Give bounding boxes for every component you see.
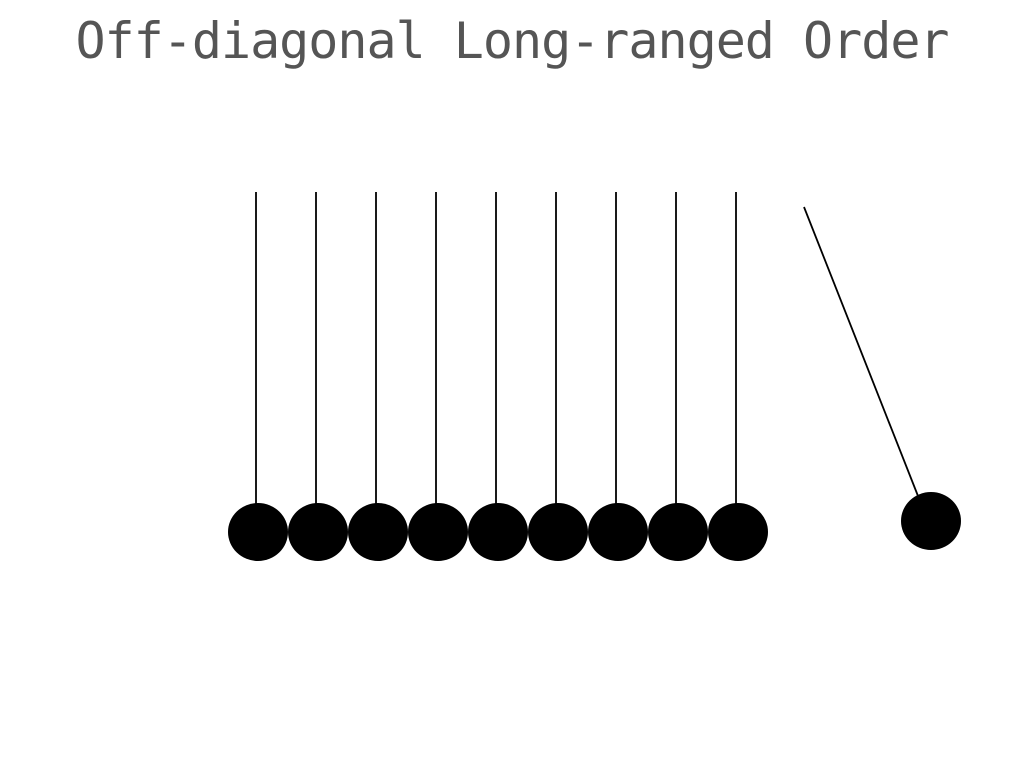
pendulum-ball: [348, 503, 408, 561]
pendulum-ball: [708, 503, 768, 561]
pendulum-ball: [288, 503, 348, 561]
pendulum-ball: [528, 503, 588, 561]
pendulum-ball: [468, 503, 528, 561]
pendulum-ball: [588, 503, 648, 561]
pendulum-ball: [228, 503, 288, 561]
pendulum-group: [228, 192, 961, 561]
pendulum-ball: [648, 503, 708, 561]
swung-pendulum-ball: [901, 492, 961, 550]
swung-pendulum-string: [803, 206, 919, 497]
slide-title: Off-diagonal Long-ranged Order: [75, 12, 949, 70]
pendulum-ball: [408, 503, 468, 561]
